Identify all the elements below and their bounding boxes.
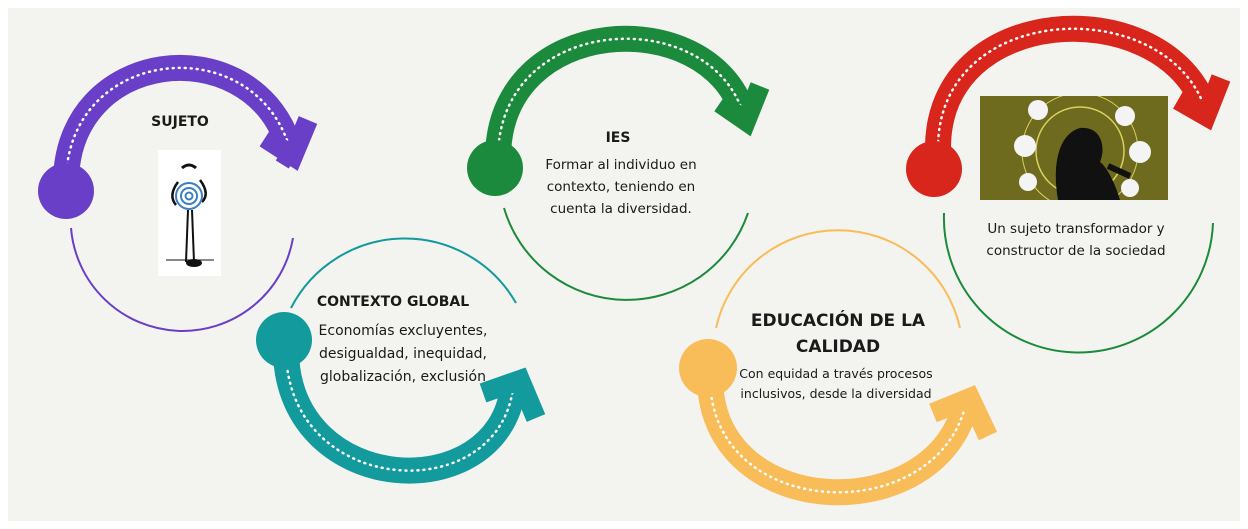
ies-arrow-dots (496, 37, 745, 160)
ies-text: Formar al individuo en contexto, teniend… (545, 157, 697, 217)
stage-educacion-shape (679, 229, 998, 506)
stage-transformador-shape (906, 15, 1231, 354)
spiral-figure-icon (158, 150, 221, 276)
contexto-arrowhead (479, 367, 546, 422)
transformador-arrowhead (1173, 74, 1231, 131)
transformador-node-circle (906, 141, 962, 197)
transformador-text: Un sujeto transformador y constructor de… (986, 221, 1166, 259)
educacion-node-circle (679, 339, 737, 397)
ies-title: IES (605, 130, 631, 146)
sujeto-node-circle (38, 163, 94, 219)
sujeto-arrow-dots (64, 66, 290, 185)
educacion-title: EDUCACIÓN DE LA CALIDAD (750, 311, 926, 357)
sujeto-outline-arc (70, 227, 294, 332)
contexto-title: CONTEXTO GLOBAL (316, 294, 470, 310)
ies-arrowhead (714, 82, 770, 137)
stage-sujeto-shape (38, 54, 318, 332)
stage-ies-shape (467, 25, 770, 301)
transformador-arrow-dots (936, 27, 1205, 150)
sujeto-title: SUJETO (151, 114, 209, 130)
transformador-outline-arc (942, 212, 1214, 354)
stage-contexto-shape (256, 237, 546, 484)
cycle-diagram (38, 15, 1231, 506)
educacion-arrowhead (929, 385, 998, 441)
contexto-node-circle (256, 312, 312, 368)
contexto-arrow-dots (284, 351, 515, 472)
educacion-outline-arc (715, 229, 961, 329)
thinking-person-science-icons (980, 96, 1168, 200)
sujeto-arrowhead (259, 116, 318, 171)
diagram-canvas: SUJETO CONTEXTO GLOBAL Economías excluye… (8, 8, 1240, 521)
educacion-arrow-dots (708, 378, 968, 494)
contexto-text: Economías excluyentes, desigualdad, ineq… (318, 323, 488, 385)
ies-node-circle (467, 140, 523, 196)
ies-outline-arc (503, 207, 749, 301)
educacion-text: Con equidad a través procesos inclusivos… (739, 366, 933, 401)
contexto-outline-arc (290, 237, 517, 309)
